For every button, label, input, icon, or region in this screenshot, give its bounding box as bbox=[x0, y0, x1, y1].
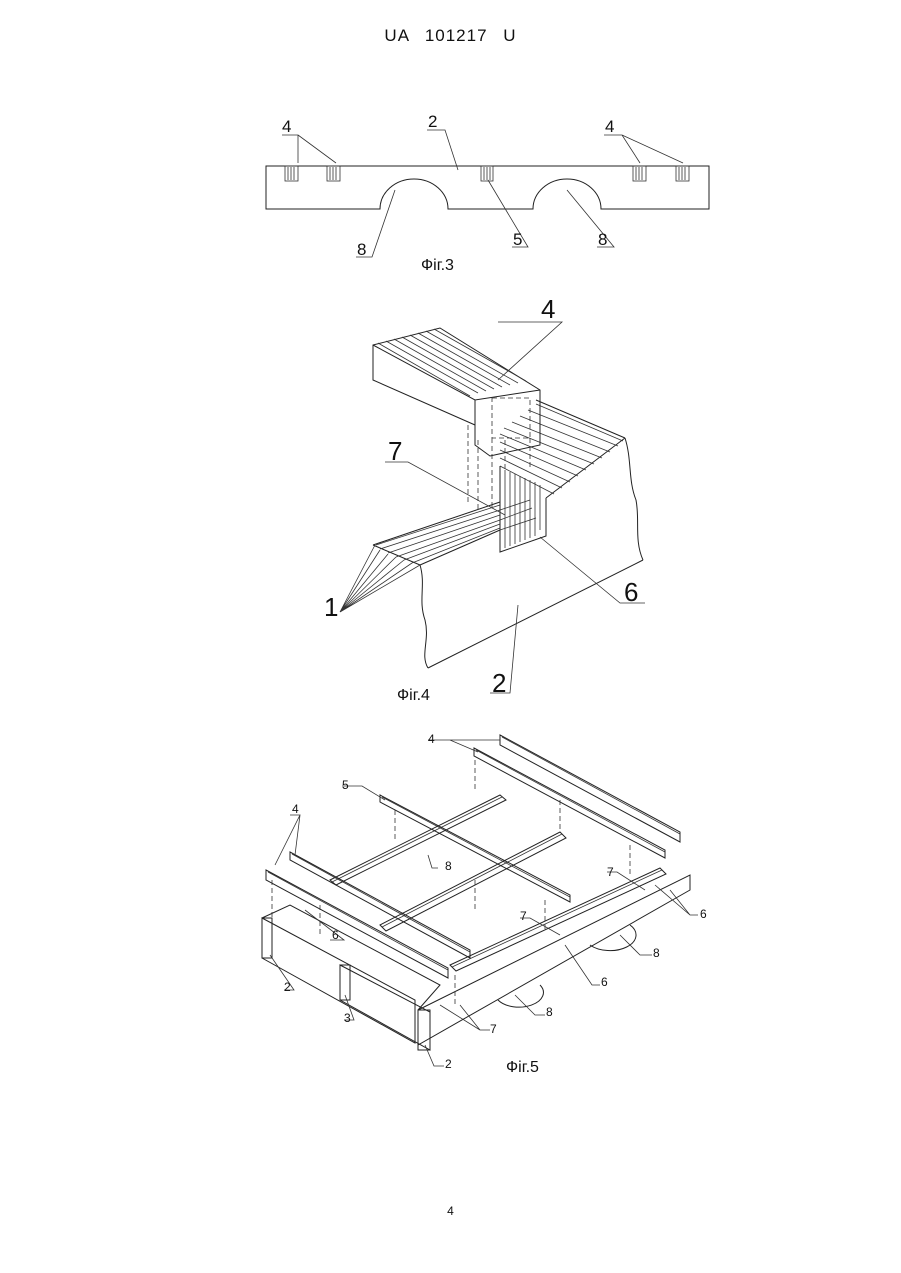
fig3-label-8-right: 8 bbox=[598, 230, 607, 249]
stringers bbox=[330, 795, 666, 971]
fig5-label-6-left: 6 bbox=[332, 928, 339, 942]
fig5-label-6-bottom: 6 bbox=[601, 975, 608, 989]
fig5-label-8-mid: 8 bbox=[445, 859, 452, 873]
dashed-connectors bbox=[272, 760, 630, 1005]
fig5-label-6-right: 6 bbox=[700, 907, 707, 921]
fig5-label-4-left: 4 bbox=[292, 802, 299, 816]
fig4-label-1: 1 bbox=[324, 592, 338, 622]
slot-5 bbox=[481, 166, 493, 181]
fig5-caption: Фіг.5 bbox=[506, 1059, 539, 1076]
fig5-label-4-top: 4 bbox=[428, 732, 435, 746]
fig5-label-2-bottom: 2 bbox=[445, 1057, 452, 1071]
fig5-label-7-right: 7 bbox=[607, 865, 614, 879]
bottom-boards bbox=[262, 875, 690, 1050]
fig3-label-2: 2 bbox=[428, 112, 437, 131]
fig5-label-5: 5 bbox=[342, 778, 349, 792]
fig5-label-3: 3 bbox=[344, 1011, 351, 1025]
fig3-label-4-right: 4 bbox=[605, 117, 614, 136]
fig4-label-6: 6 bbox=[624, 577, 638, 607]
fig5-label-8-right: 8 bbox=[653, 946, 660, 960]
fig3-label-5: 5 bbox=[513, 230, 522, 249]
top-boards bbox=[266, 735, 680, 978]
lower-beam bbox=[373, 400, 643, 668]
fig4-label-2: 2 bbox=[492, 668, 506, 698]
patent-number-header: UA 101217 U bbox=[0, 26, 901, 46]
fig3-caption: Фіг.3 bbox=[421, 257, 454, 274]
fig3-label-4-left: 4 bbox=[282, 117, 291, 136]
fig3-label-8-left: 8 bbox=[357, 240, 366, 259]
fig4-label-4: 4 bbox=[541, 294, 555, 324]
page-number: 4 bbox=[0, 1204, 901, 1218]
fig4-label-7: 7 bbox=[388, 436, 402, 466]
beam-side-view bbox=[266, 166, 709, 209]
fig4-caption: Фіг.4 bbox=[397, 687, 430, 704]
fig5-label-2-left: 2 bbox=[284, 980, 291, 994]
slot-6 bbox=[500, 466, 546, 552]
figure-3-drawing: 4 2 4 8 5 8 Фіг.3 bbox=[0, 100, 901, 280]
figure-5-drawing: 4 5 4 8 6 2 3 7 7 6 8 6 8 7 2 Фіг.5 bbox=[0, 720, 901, 1080]
fig5-label-8-bottom: 8 bbox=[546, 1005, 553, 1019]
figure-4-drawing: 4 7 1 6 2 Фіг.4 bbox=[0, 290, 901, 710]
fig5-label-7-bottom: 7 bbox=[490, 1022, 497, 1036]
fig5-label-7-mid: 7 bbox=[520, 909, 527, 923]
